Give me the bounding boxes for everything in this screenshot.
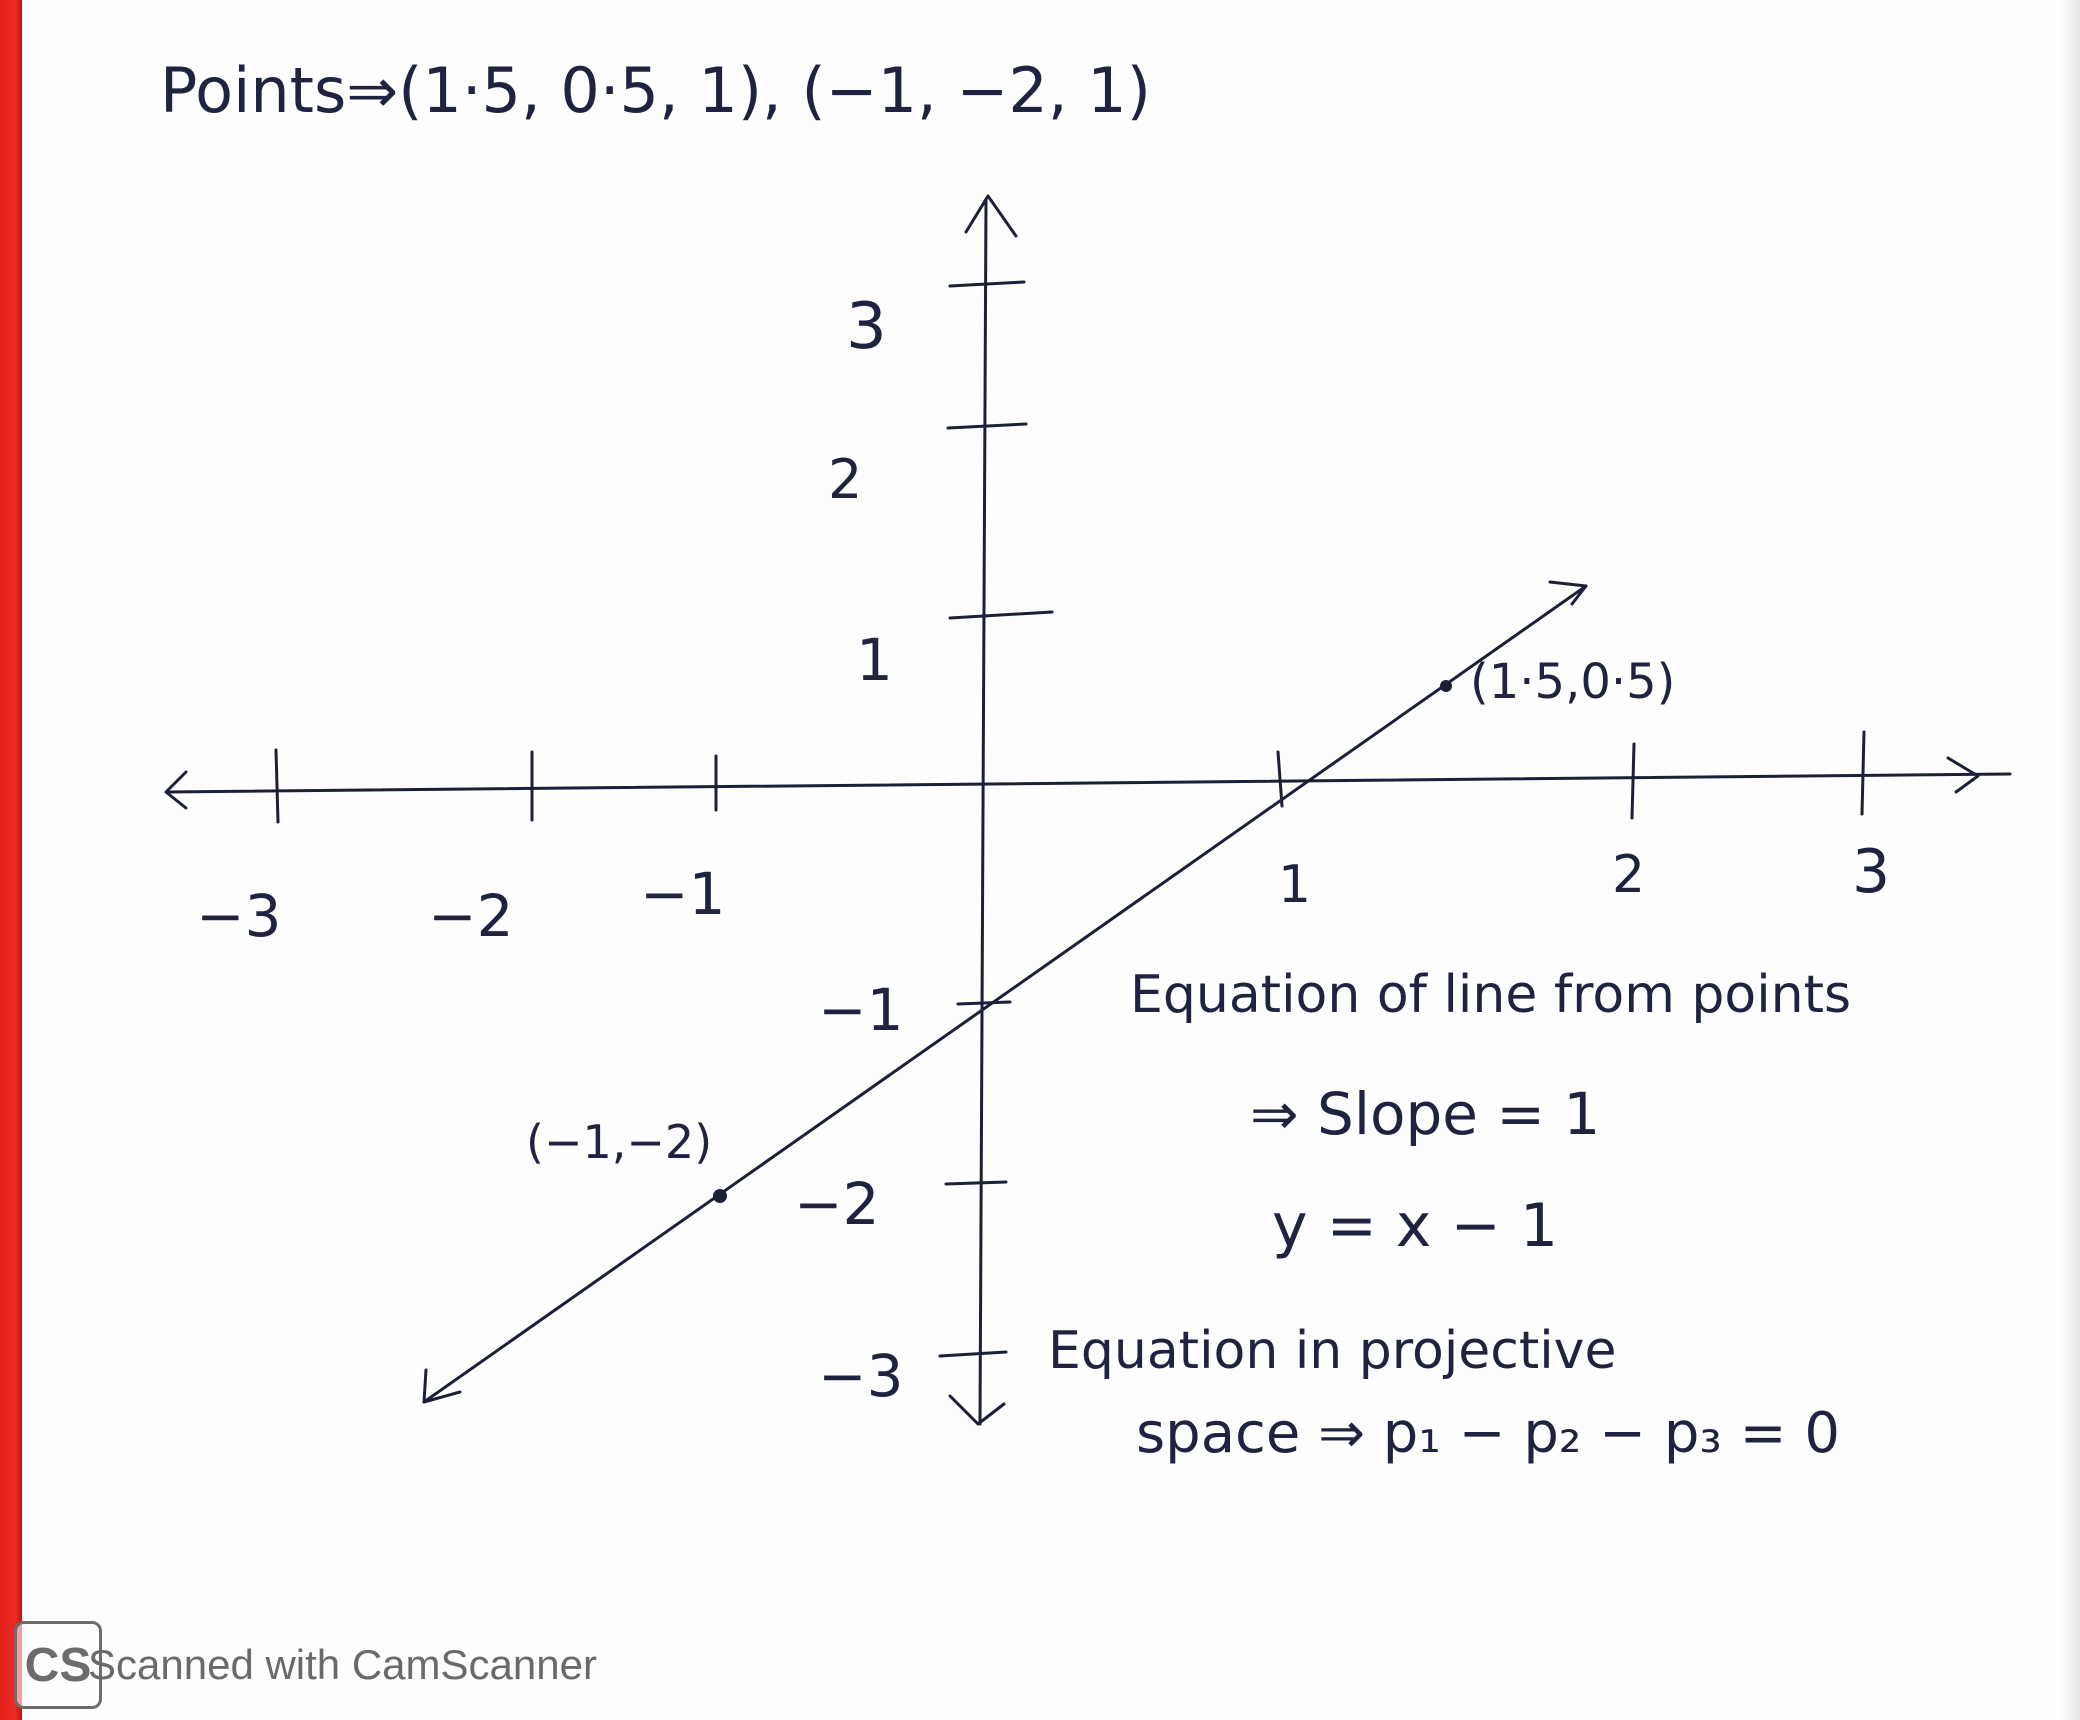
x-axis-right-arrow [1946, 756, 1980, 794]
line-upper-arrow [1548, 580, 1588, 606]
point-marker-1 [1440, 680, 1452, 692]
note-slope: ⇒ Slope = 1 [1250, 1080, 1600, 1148]
camscanner-text: Scanned with CamScanner [88, 1641, 597, 1688]
y-ticks [938, 280, 1054, 1358]
plotted-line [422, 584, 1588, 1404]
x-tick-label-neg3: −3 [196, 882, 282, 950]
note-projective-heading: Equation in projective [1048, 1321, 1616, 1381]
y-axis-bottom-arrow [948, 1394, 1006, 1426]
line-lower-arrow [422, 1368, 462, 1404]
x-tick-label-3: 3 [1852, 837, 1890, 907]
points-heading: Points⇒(1·5, 0·5, 1), (−1, −2, 1) [160, 54, 1151, 127]
y-axis-top-arrow [964, 194, 1018, 238]
point-marker-2 [713, 1189, 727, 1203]
note-line-equation: y = x − 1 [1272, 1191, 1558, 1261]
x-axis-left-arrow [164, 770, 188, 810]
x-ticks [274, 730, 1866, 824]
point-label-2: (−1,−2) [526, 1115, 712, 1169]
x-tick-label-neg1: −1 [640, 860, 726, 928]
y-tick-label-3: 3 [846, 290, 887, 364]
x-tick-label-1: 1 [1278, 855, 1311, 915]
y-axis [978, 198, 988, 1426]
y-tick-label-1: 1 [856, 626, 893, 694]
y-tick-label-neg1: −1 [818, 976, 904, 1044]
page-edge-shadow [2060, 0, 2080, 1720]
note-projective-equation: space ⇒ p₁ − p₂ − p₃ = 0 [1136, 1401, 1840, 1466]
note-equation-heading: Equation of line from points [1130, 965, 1851, 1025]
camscanner-logo: CS [14, 1621, 102, 1709]
x-axis [166, 772, 2012, 794]
y-tick-label-neg2: −2 [794, 1170, 880, 1238]
x-tick-label-neg2: −2 [428, 882, 514, 950]
red-page-edge [0, 0, 22, 1720]
y-tick-label-2: 2 [828, 448, 862, 511]
point-label-1: (1·5,0·5) [1470, 654, 1675, 710]
y-tick-label-neg3: −3 [818, 1342, 904, 1410]
x-tick-label-2: 2 [1612, 845, 1645, 905]
camscanner-watermark: CS Scanned with CamScanner [14, 1620, 597, 1710]
